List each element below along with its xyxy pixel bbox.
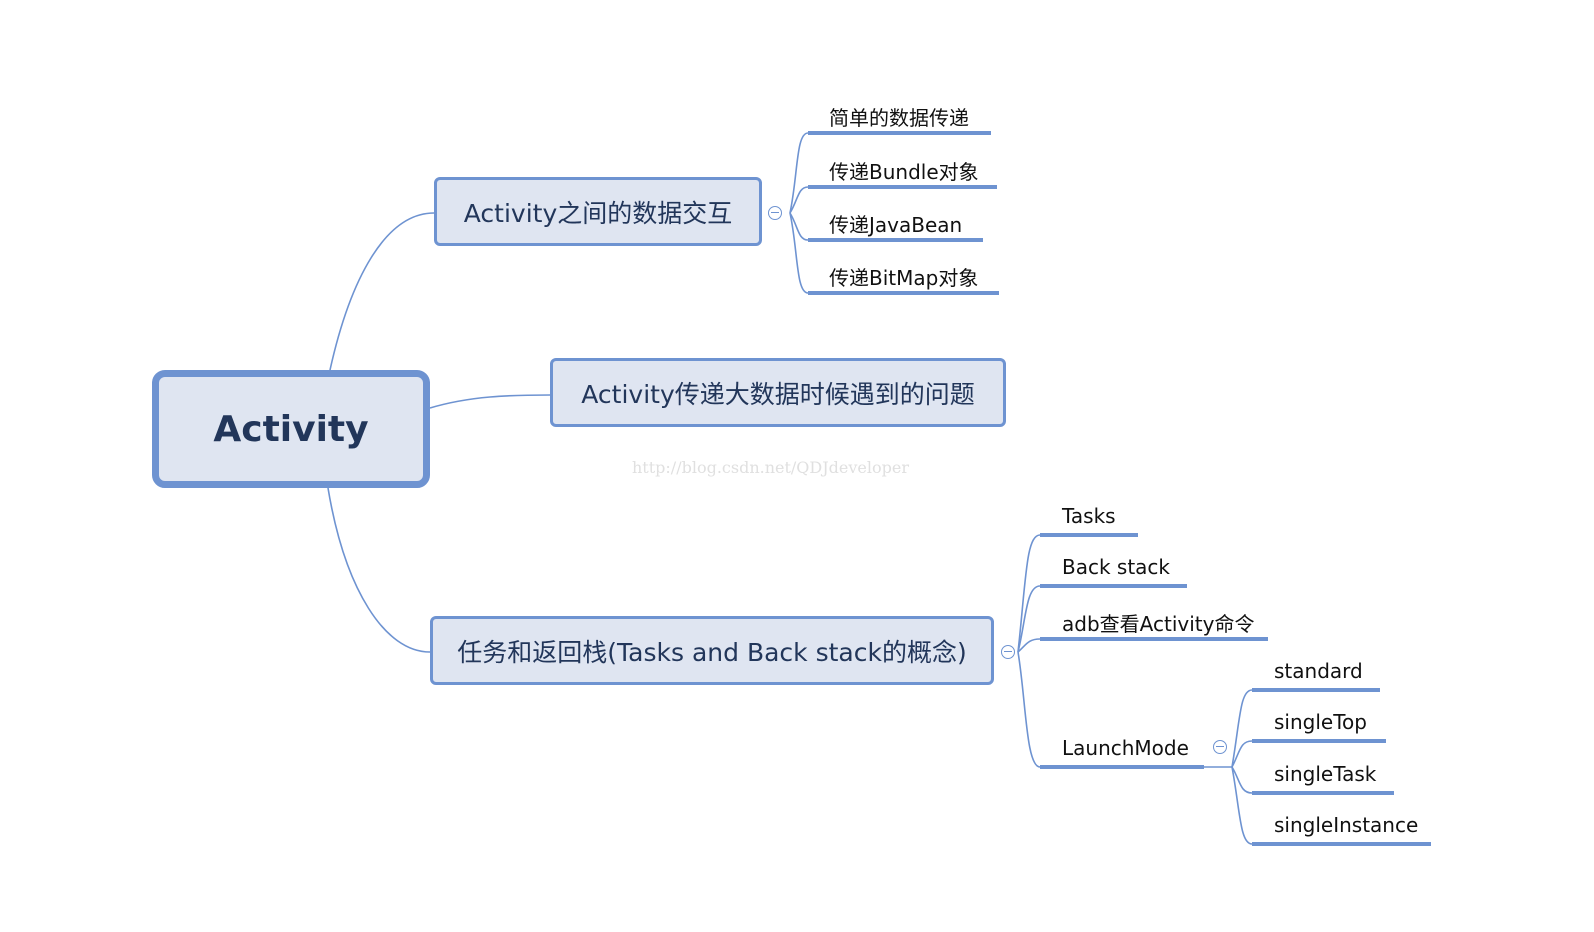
watermark: http://blog.csdn.net/QDJdeveloper — [632, 458, 909, 477]
branch-topic-large-data-issue[interactable]: Activity传递大数据时候遇到的问题 — [550, 358, 1006, 427]
collapse-icon[interactable] — [1001, 645, 1015, 659]
leaf-underline — [1252, 688, 1380, 692]
leaf-pass-bitmap[interactable]: 传递BitMap对象 — [829, 266, 979, 290]
leaf-underline — [1040, 584, 1187, 588]
connector-branch-3-to-leaf-4 — [1017, 651, 1041, 768]
connector-branch-3-to-leaf-1 — [1017, 534, 1041, 653]
branch-topic-data-interaction[interactable]: Activity之间的数据交互 — [434, 177, 762, 246]
leaf-underline — [1252, 791, 1394, 795]
root-topic[interactable]: Activity — [152, 370, 430, 488]
leaf-pass-bundle[interactable]: 传递Bundle对象 — [829, 160, 979, 184]
leaf-simple-data-passing[interactable]: 简单的数据传递 — [829, 106, 969, 130]
leaf-underline — [1252, 739, 1386, 743]
leaf-underline — [808, 238, 983, 242]
leaf-underline — [808, 131, 991, 135]
connector-branch-1-to-leaf-1 — [789, 132, 809, 214]
connector-root-to-branch-2 — [429, 394, 551, 409]
connector-branch-3-to-leaf-3 — [1017, 638, 1041, 653]
leaf-singletask[interactable]: singleTask — [1274, 762, 1377, 786]
leaf-back-stack[interactable]: Back stack — [1062, 555, 1171, 579]
connector-launchmode-to-singletop — [1231, 740, 1253, 768]
leaf-underline — [1040, 637, 1268, 641]
leaf-underline — [1252, 842, 1431, 846]
leaf-standard[interactable]: standard — [1274, 659, 1363, 683]
connector-launchmode-to-singletask — [1231, 766, 1253, 794]
leaf-adb-command[interactable]: adb查看Activity命令 — [1062, 612, 1255, 636]
branch-topic-tasks-back-stack[interactable]: 任务和返回栈(Tasks and Back stack的概念) — [430, 616, 994, 685]
connector-branch-3-to-leaf-2 — [1017, 585, 1041, 653]
collapse-icon[interactable] — [1213, 740, 1227, 754]
leaf-singleinstance[interactable]: singleInstance — [1274, 813, 1419, 837]
connector-root-to-branch-3 — [327, 487, 431, 653]
connector-branch-1-to-leaf-3 — [789, 212, 809, 241]
connector-branch-1-to-leaf-2 — [789, 186, 809, 214]
connector-launchmode-to-standard — [1231, 689, 1253, 768]
leaf-underline — [808, 291, 999, 295]
connector-launchmode-to-singleinstance — [1231, 766, 1253, 845]
leaf-tasks[interactable]: Tasks — [1062, 504, 1116, 528]
leaf-underline — [1040, 533, 1138, 537]
collapse-icon[interactable] — [768, 206, 782, 220]
leaf-underline — [808, 185, 997, 189]
leaf-launchmode[interactable]: LaunchMode — [1062, 736, 1189, 760]
leaf-underline — [1040, 765, 1204, 769]
connector-root-to-branch-1 — [329, 212, 435, 371]
connector-branch-1-to-leaf-4 — [789, 212, 809, 294]
leaf-singletop[interactable]: singleTop — [1274, 710, 1367, 734]
leaf-pass-javabean[interactable]: 传递JavaBean — [829, 213, 963, 237]
